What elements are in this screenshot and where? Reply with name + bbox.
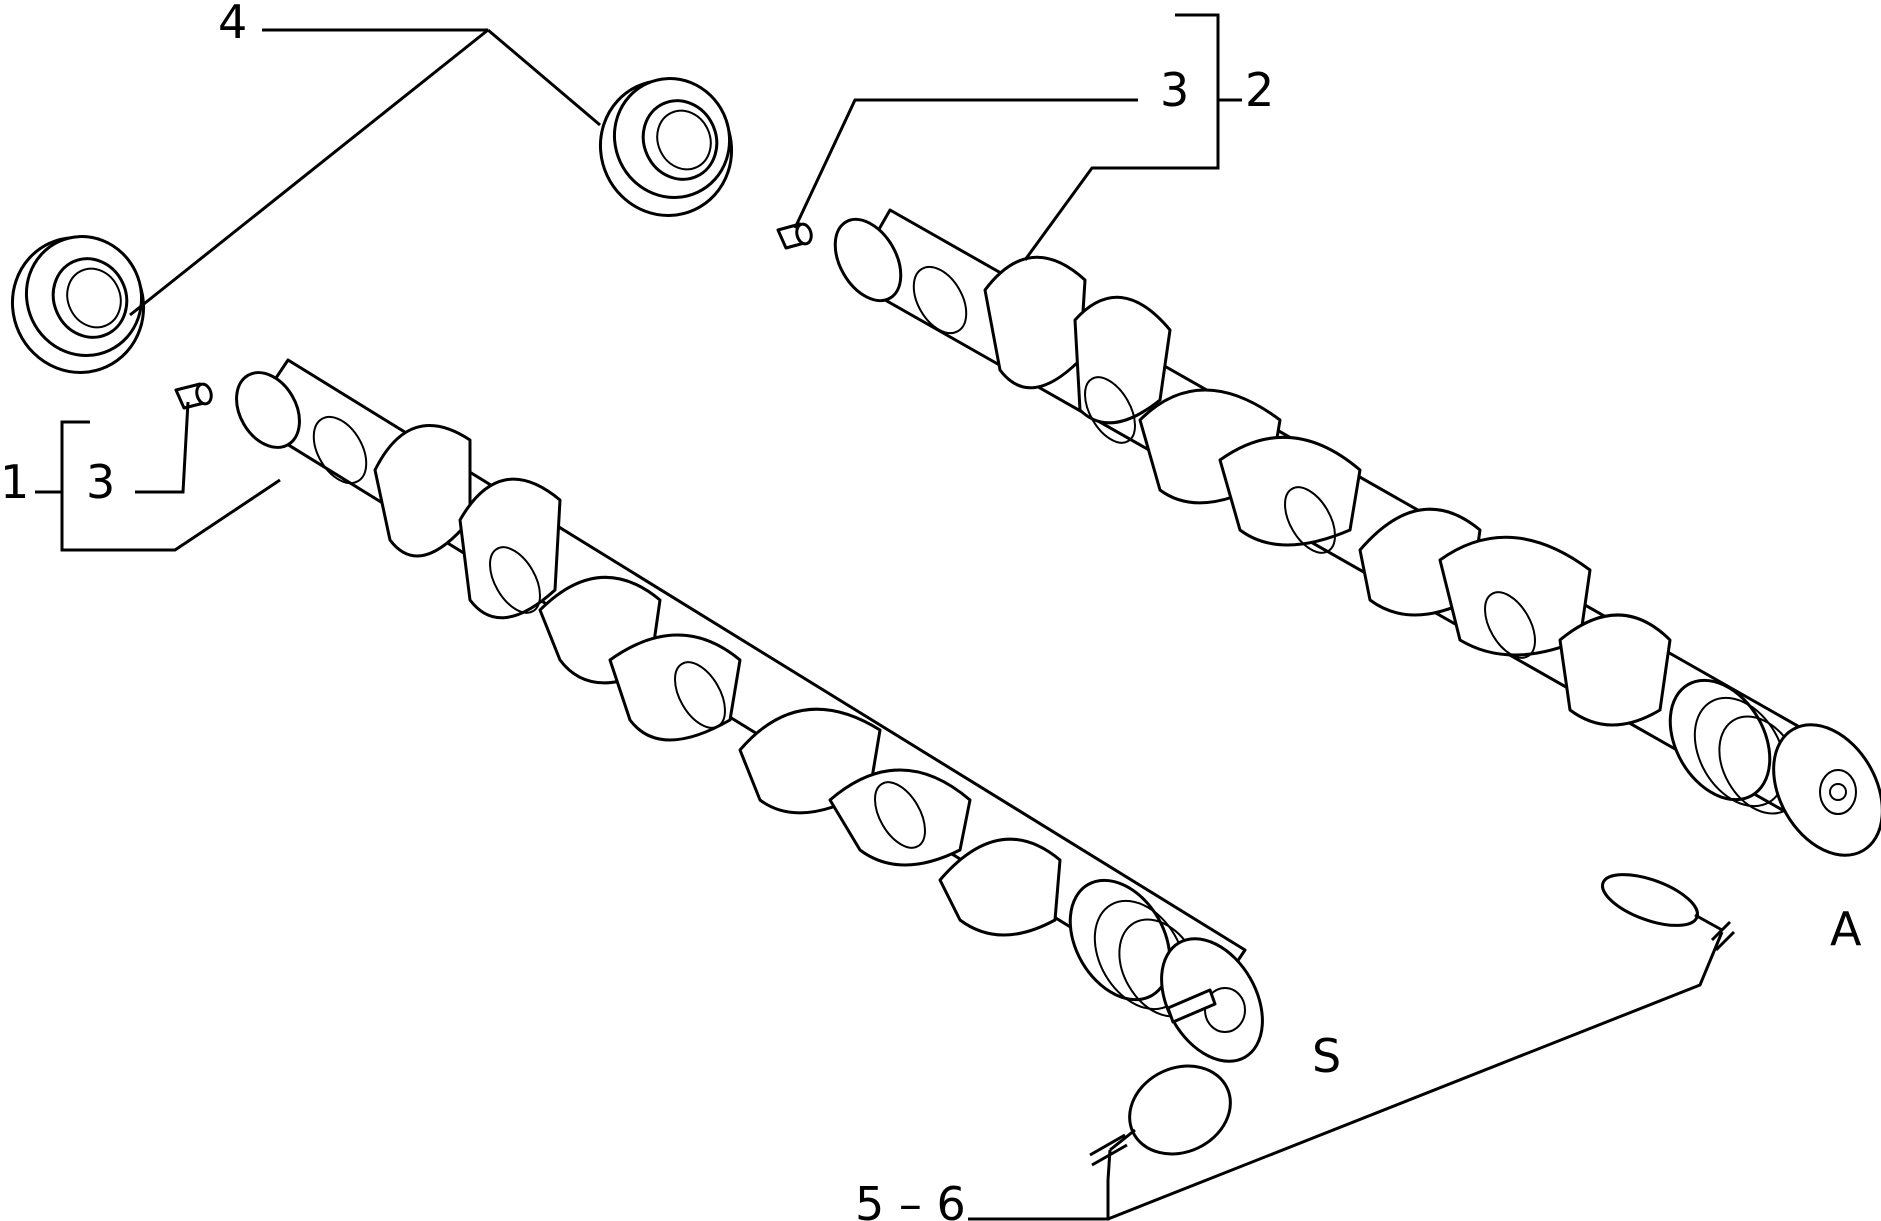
callout-3-left: 3 [86, 455, 115, 509]
plug-a [1601, 873, 1723, 932]
callout-a: A [1830, 902, 1862, 956]
leader-lines [35, 13, 1736, 1221]
callout-s: S [1312, 1029, 1341, 1083]
dowel-pin-right [776, 222, 813, 250]
plug-s [1109, 1064, 1232, 1156]
dowel-pin-left [174, 382, 213, 410]
callout-3-right: 3 [1160, 63, 1189, 117]
callout-1: 1 [0, 455, 29, 509]
oil-seal-upper [598, 77, 734, 217]
camshaft-right [833, 208, 1881, 857]
oil-seal-lower [10, 235, 146, 374]
camshaft-left [235, 358, 1264, 1063]
callout-2: 2 [1245, 63, 1274, 117]
callout-4: 4 [218, 0, 247, 49]
callout-5-6: 5 – 6 [855, 1177, 966, 1221]
